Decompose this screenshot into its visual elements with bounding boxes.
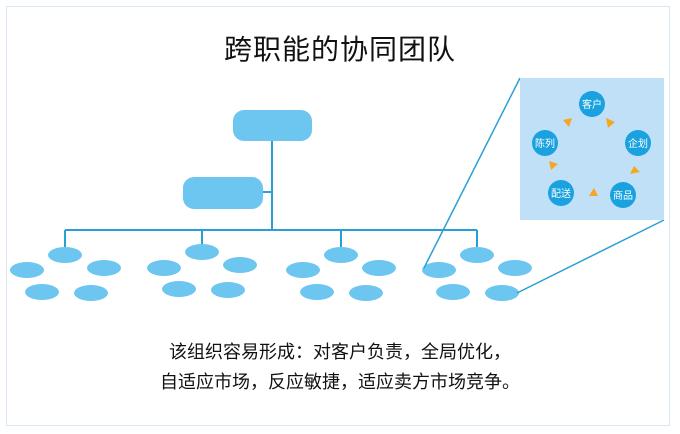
arrow-icon [549,161,558,170]
arrow-icon [589,188,598,196]
cycle-node-customer: 客户 [579,91,605,117]
top-box [233,110,312,141]
team-member [48,247,82,263]
team-member [498,260,532,276]
team-member [485,285,519,301]
svg-text:陈列: 陈列 [535,137,555,150]
caption-text: 该组织容易形成：对客户负责，全局优化， 自适应市场，反应敏捷，适应卖方市场竞争。 [0,338,680,398]
zoom-line-bottom [516,219,665,294]
svg-text:商品: 商品 [613,189,633,202]
svg-text:客户: 客户 [582,98,602,111]
cycle-node-display: 陈列 [532,130,558,156]
team-member [211,282,245,298]
team-member [74,285,108,301]
caption-line-1: 该组织容易形成：对客户负责，全局优化， [169,342,511,363]
cycle-node-merchandise: 商品 [610,182,636,208]
team-member [324,247,358,263]
team-member [460,247,494,263]
team-member [436,284,470,300]
team-cluster-3 [286,247,396,301]
zoom-line-top [423,77,521,269]
team-member [162,281,196,297]
page-title: 跨职能的协同团队 [223,33,456,66]
cycle-node-planning: 企划 [625,130,651,156]
svg-text:企划: 企划 [628,137,648,150]
team-member [422,262,456,278]
team-member [185,244,219,260]
arrow-icon [606,118,615,128]
org-connectors [64,140,478,247]
team-cluster-1 [10,247,121,301]
team-member [10,262,44,278]
cycle-arrows [549,118,640,196]
team-member [349,285,383,301]
team-cluster-2 [147,244,257,298]
middle-box [183,177,263,209]
team-member [362,260,396,276]
team-member [25,284,59,300]
zoom-lines [423,77,665,294]
team-member [300,284,334,300]
team-member [223,257,257,273]
team-cluster-4 [422,247,532,301]
svg-text:配送: 配送 [551,187,571,200]
team-member [87,260,121,276]
caption-line-2: 自适应市场，反应敏捷，适应卖方市场竞争。 [160,372,520,393]
cycle-node-delivery: 配送 [548,180,574,206]
arrow-icon [630,166,640,174]
team-member [286,262,320,278]
team-member [147,260,181,276]
arrow-icon [563,118,572,127]
